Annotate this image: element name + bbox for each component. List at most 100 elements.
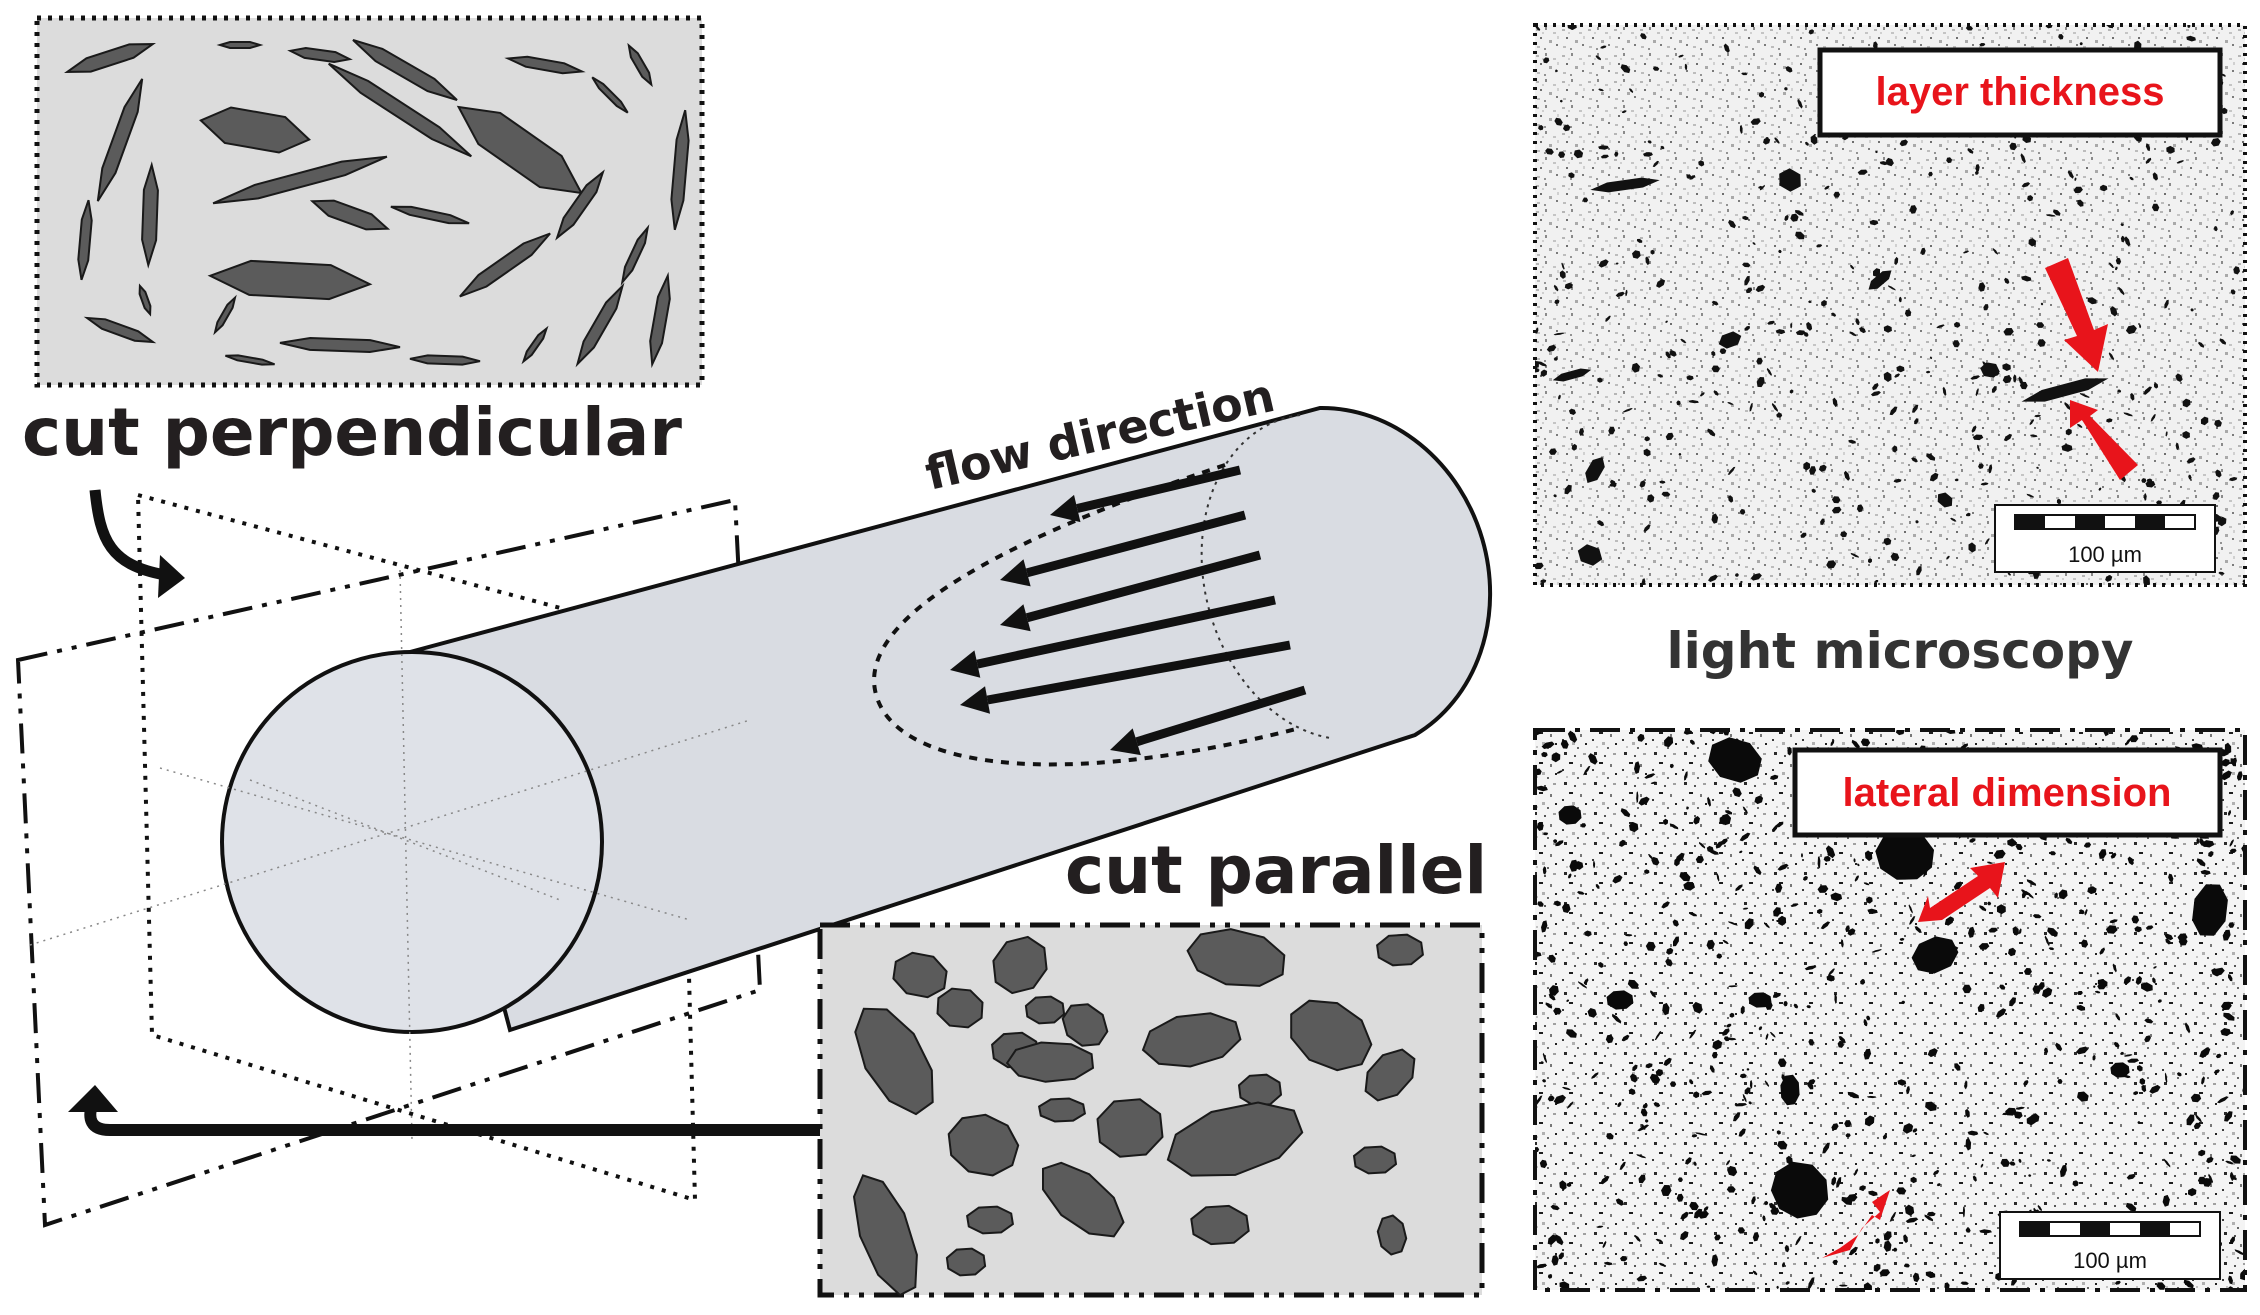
flow-arrow-shaft — [1025, 550, 1262, 623]
micrograph-particle — [1860, 979, 1866, 985]
micrograph-particle — [1614, 151, 1619, 157]
micrograph-particles-2 — [1535, 730, 2245, 1290]
micrograph-particle — [1546, 344, 1557, 352]
micrograph-particle — [1738, 1128, 1746, 1137]
micrograph-particle — [1854, 875, 1859, 882]
micrograph-particle — [1568, 408, 1576, 415]
micrograph-particle — [1712, 1039, 1723, 1050]
micrograph-particle — [1893, 478, 1902, 483]
micrograph-particle — [2115, 266, 2118, 271]
micrograph-particle — [1689, 1079, 1694, 1085]
micrograph-particle — [2221, 758, 2230, 767]
micrograph-particle — [1536, 361, 1547, 367]
micrograph-particle — [1660, 145, 1665, 150]
micrograph-particle — [2221, 73, 2226, 77]
micrograph-particle — [2097, 982, 2107, 990]
scale-label-top: 100 µm — [2068, 542, 2142, 567]
micrograph-particle — [2175, 442, 2180, 451]
micrograph-particle — [1868, 1190, 1878, 1197]
cylinder-end-face — [220, 650, 604, 1034]
micrograph-particle — [1910, 1176, 1917, 1184]
micrograph-particle — [1598, 962, 1604, 968]
micrograph-particle — [1628, 1088, 1636, 1095]
micrograph-particle — [1875, 150, 1878, 154]
flow-arrow-head — [1000, 604, 1031, 632]
micrograph-particle — [1967, 513, 1971, 517]
micrograph-flake — [1868, 270, 1892, 290]
micrograph-particle — [2126, 1174, 2136, 1180]
micrograph-particle — [1896, 365, 1905, 373]
micrograph-particle — [2135, 975, 2142, 985]
micrograph-particle — [1790, 903, 1799, 907]
parallel-flake — [1061, 1003, 1109, 1047]
micrograph-particle — [2183, 1279, 2194, 1289]
micrograph-particle — [1711, 513, 1719, 524]
parallel-flake — [1042, 1161, 1125, 1238]
micrograph-particle — [2193, 1122, 2201, 1130]
micrograph-particle — [1658, 1262, 1666, 1267]
micrograph-particle — [1803, 461, 1811, 471]
micrograph-particle — [1784, 87, 1788, 91]
micrograph-particle — [1734, 573, 1739, 577]
micrograph-particle — [1551, 752, 1561, 763]
micrograph-particle — [1636, 791, 1639, 804]
micrograph-particle — [2065, 837, 2073, 845]
micrograph-particle — [1553, 839, 1558, 844]
micrograph-particle — [2003, 433, 2013, 442]
micrograph-particle — [1999, 984, 2006, 990]
micrograph-particle — [2195, 1114, 2202, 1122]
micrograph-particle — [1960, 1281, 1969, 1285]
micrograph-particle — [2105, 575, 2113, 582]
micrograph-particle — [1663, 1057, 1672, 1066]
micrograph-particle — [2000, 1158, 2010, 1167]
micrograph-particle — [1728, 219, 1736, 229]
micrograph-particle — [2080, 939, 2089, 948]
micrograph-particle — [2166, 145, 2175, 154]
micrograph-particle — [1650, 781, 1657, 784]
micrograph-particle — [2206, 1156, 2214, 1164]
micrograph-particle — [2038, 982, 2045, 990]
micrograph-particle — [2036, 322, 2045, 328]
micrograph-particle — [1612, 874, 1623, 884]
perpendicular-flake — [328, 62, 472, 158]
micrograph-particle — [2149, 1084, 2161, 1094]
micrograph-particle — [1908, 904, 1913, 914]
micrograph-particle — [2120, 235, 2125, 243]
micrograph-particle — [1844, 1120, 1852, 1128]
micrograph-particle — [1676, 400, 1681, 406]
micrograph-particle — [1838, 1036, 1846, 1043]
micrograph-particle — [1795, 210, 1804, 216]
micrograph-particle — [1741, 72, 1748, 76]
micrograph-particle — [1739, 1073, 1747, 1079]
micrograph-particle — [2099, 184, 2108, 192]
micrograph-flake — [1577, 544, 1603, 566]
micrograph-particle — [2034, 414, 2041, 418]
micrograph-particle — [2072, 1180, 2079, 1187]
micrograph-particle — [1841, 1196, 1853, 1206]
perpendicular-flake — [96, 78, 144, 202]
micrograph-particle — [1564, 484, 1572, 495]
micrograph-particle — [1764, 922, 1770, 929]
micrograph-particle — [1797, 99, 1803, 109]
micrograph-particle — [2190, 1093, 2202, 1103]
scale-bar-segment — [2080, 1222, 2110, 1236]
micrograph-particle — [1863, 1282, 1872, 1290]
micrograph-particle — [1899, 139, 1908, 147]
micrograph-particle — [1566, 1029, 1577, 1038]
micrograph-particle — [1925, 1271, 1936, 1279]
micrograph-particle — [1600, 154, 1609, 159]
perpendicular-flake — [216, 41, 264, 49]
micrograph-particle — [1774, 137, 1780, 144]
micrograph-particle — [1735, 884, 1743, 892]
micrograph-particle — [1975, 388, 1979, 397]
flow-arrow-shaft — [986, 640, 1291, 705]
micrograph-particle — [1805, 141, 1809, 146]
micrograph-particle — [1723, 43, 1730, 53]
micrograph-particle — [1962, 1206, 1965, 1218]
parallel-flake — [852, 1174, 918, 1297]
micrograph-particle — [1604, 1261, 1613, 1266]
micrograph-particle — [1727, 466, 1736, 475]
micrograph-particle — [1979, 1229, 1992, 1234]
micrograph-particle — [2237, 771, 2243, 781]
micrograph-particle — [2087, 886, 2097, 895]
